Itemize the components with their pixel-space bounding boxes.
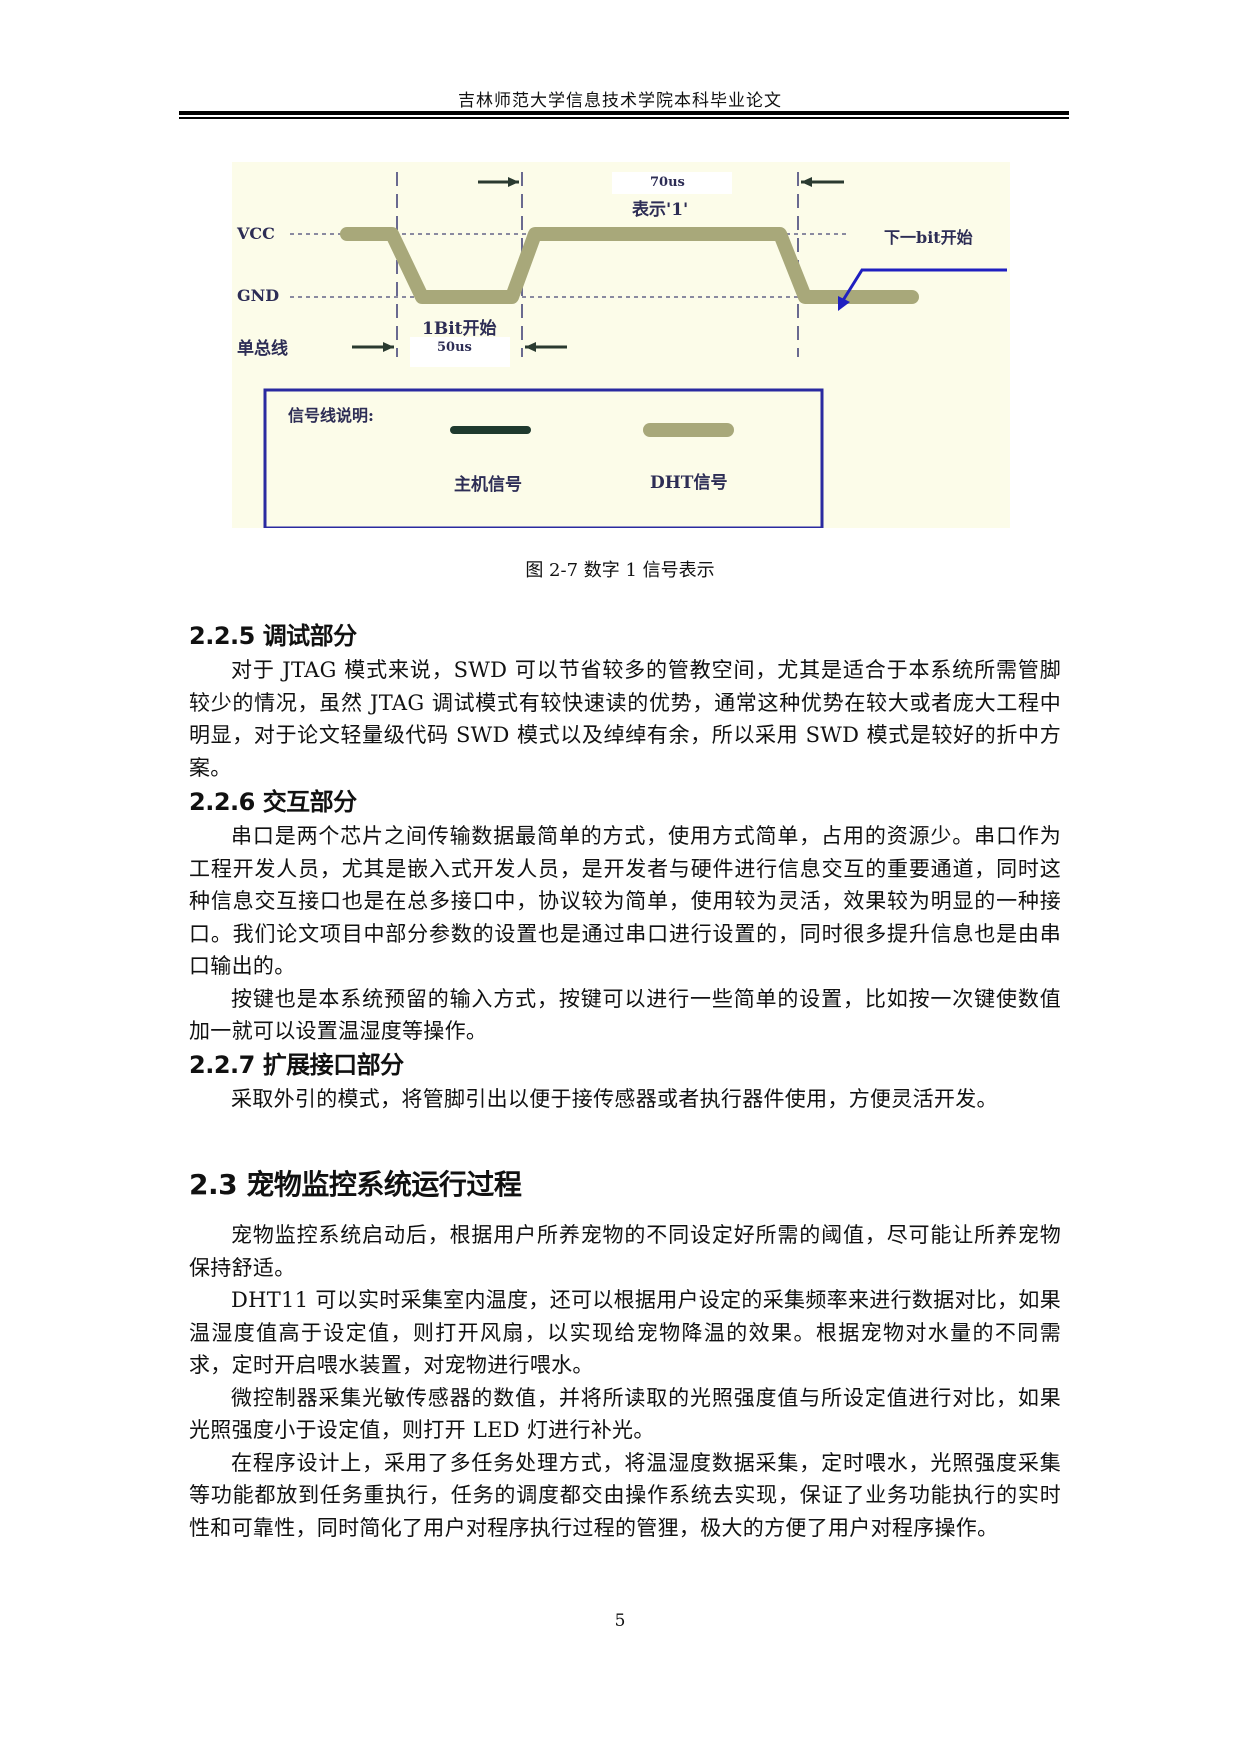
header-rule	[179, 111, 1069, 115]
paragraph: 对于 JTAG 模式来说，SWD 可以节省较多的管教空间，尤其是适合于本系统所需…	[189, 658, 1061, 780]
section-heading: 2.2.7 扩展接口部分	[189, 1051, 404, 1079]
paragraph: 采取外引的模式，将管脚引出以便于接传感器或者执行器件使用，方便灵活开发。	[231, 1087, 998, 1111]
timing-diagram-figure: VCC GND 单总线 1Bit开始 50us 70us 表示'1' 下一bit…	[232, 162, 1010, 528]
figure-caption: 图 2-7 数字 1 信号表示	[525, 560, 715, 581]
means-one-label: 表示'1'	[632, 200, 689, 220]
paragraph: 按键也是本系统预留的输入方式，按键可以进行一些简单的设置，比如按一次键使数值加一…	[189, 986, 1061, 1044]
legend-title: 信号线说明:	[288, 406, 374, 425]
low-duration-label: 50us	[437, 340, 472, 355]
section-heading: 2.2.5 调试部分	[189, 622, 357, 650]
section-heading: 2.3 宠物监控系统运行过程	[189, 1168, 522, 1201]
paragraph: 宠物监控系统启动后，根据用户所养宠物的不同设定好所需的阈值，尽可能让所养宠物保持…	[189, 1223, 1061, 1280]
timing-diagram	[263, 172, 1007, 528]
section-2-2-6: 2.2.6 交互部分 串口是两个芯片之间传输数据最简单的方式，使用方式简单，占用…	[189, 784, 1061, 1048]
bit-start-label: 1Bit开始	[422, 319, 497, 339]
high-duration-label: 70us	[650, 175, 685, 190]
section-2-2-5: 2.2.5 调试部分 对于 JTAG 模式来说，SWD 可以节省较多的管教空间，…	[189, 618, 1061, 784]
section-2-2-7: 2.2.7 扩展接口部分 采取外引的模式，将管脚引出以便于接传感器或者执行器件使…	[189, 1047, 1061, 1116]
page-number: 5	[614, 1611, 626, 1631]
bus-label: 单总线	[237, 339, 288, 359]
vcc-label: VCC	[237, 224, 275, 243]
dht-signal-label: DHT信号	[650, 473, 728, 493]
host-signal-label: 主机信号	[454, 475, 522, 495]
paragraph: 微控制器采集光敏传感器的数值，并将所读取的光照强度值与所设定值进行对比，如果光照…	[189, 1385, 1061, 1443]
dht-signal-waveform	[340, 227, 919, 304]
section-heading: 2.2.6 交互部分	[189, 788, 357, 816]
paragraph: 在程序设计上，采用了多任务处理方式，将温湿度数据采集，定时喂水，光照强度采集等功…	[189, 1450, 1061, 1540]
paragraph: DHT11 可以实时采集室内温度，还可以根据用户设定的采集频率来进行数据对比，如…	[189, 1288, 1061, 1377]
running-header: 吉林师范大学信息技术学院本科毕业论文	[458, 91, 782, 111]
gnd-label: GND	[237, 286, 280, 305]
section-2-3: 2.3 宠物监控系统运行过程 宠物监控系统启动后，根据用户所养宠物的不同设定好所…	[189, 1165, 1061, 1544]
header-rule-thin	[179, 117, 1069, 119]
paragraph: 串口是两个芯片之间传输数据最简单的方式，使用方式简单，占用的资源少。串口作为工程…	[189, 824, 1061, 978]
next-bit-label: 下一bit开始	[884, 228, 973, 247]
